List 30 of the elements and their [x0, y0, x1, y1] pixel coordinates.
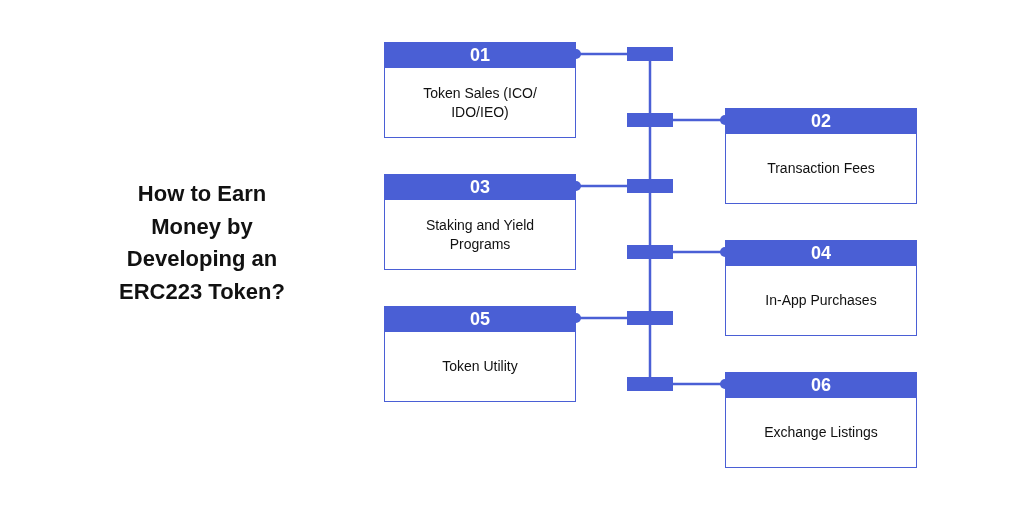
timeline-tab	[627, 47, 673, 61]
card	[725, 108, 917, 204]
card-text: Token Sales (ICO/ IDO/IEO)	[422, 83, 538, 122]
card-number: 06	[726, 373, 916, 398]
card	[725, 372, 917, 468]
card-number: 01	[385, 43, 575, 68]
card	[384, 42, 576, 138]
timeline-tab	[627, 179, 673, 193]
card-text: Token Utility	[441, 357, 519, 376]
card-text: Exchange Listings	[763, 423, 879, 442]
timeline-line	[648, 193, 652, 245]
timeline-line	[648, 127, 652, 179]
card-number: 03	[385, 175, 575, 200]
card-text: In-App Purchases	[764, 291, 878, 310]
card-number: 02	[726, 109, 916, 134]
card	[384, 306, 576, 402]
card	[384, 174, 576, 270]
card-number: 05	[385, 307, 575, 332]
timeline-tab	[627, 377, 673, 391]
card-text: Staking and Yield Programs	[424, 215, 536, 254]
heading: How to Earn Money by Developing an ERC223 Token?	[118, 180, 286, 306]
timeline-line	[648, 61, 652, 113]
timeline-tab	[627, 311, 673, 325]
timeline-tab	[627, 113, 673, 127]
card-text: Transaction Fees	[766, 159, 876, 178]
card	[725, 240, 917, 336]
timeline-line	[648, 325, 652, 377]
card-number: 04	[726, 241, 916, 266]
timeline-line	[648, 259, 652, 311]
timeline-tab	[627, 245, 673, 259]
